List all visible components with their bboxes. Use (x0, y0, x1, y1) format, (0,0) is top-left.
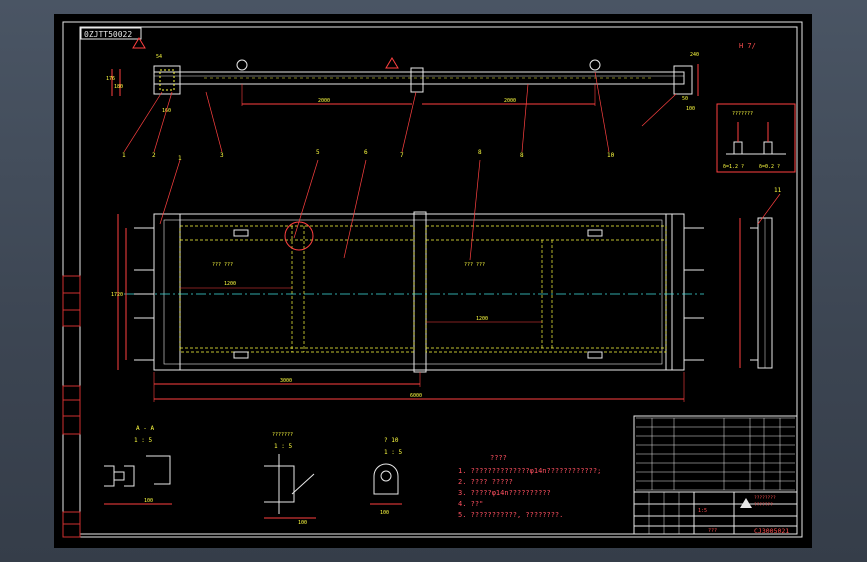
dim-1200: 1200 (224, 281, 236, 287)
technical-notes: ???? 1. ??????????????φ14n????????????; … (458, 454, 601, 519)
sheet-text: ??? (708, 528, 717, 534)
balloon-1: 1 (122, 152, 126, 159)
dim-left-a: 176 (106, 76, 115, 82)
section-b-scale: 1 : 5 (274, 443, 292, 450)
note-line-1: 1. ??????????????φ14n????????????; (458, 467, 601, 475)
dim-2000-left: 2000 (318, 98, 330, 104)
sheet-mark: H 7/ (739, 42, 756, 50)
section-a-title: A - A (136, 425, 154, 432)
detail-circle (284, 221, 314, 251)
top-beam (153, 71, 685, 85)
side-view: 11 (739, 187, 782, 369)
dim-3000: 3000 (280, 378, 292, 384)
plan-mid-joint (413, 211, 427, 373)
plan-right-end (665, 213, 685, 371)
scale-text: 1:5 (698, 508, 707, 514)
balloon-3: 3 (220, 152, 224, 159)
lug-left (236, 59, 248, 71)
plan-left-end (153, 213, 181, 371)
section-c-scale: 1 : 5 (384, 449, 402, 456)
plan-balloon-1: 1 (178, 155, 182, 162)
outer-frame (62, 21, 803, 538)
dim-2000-right: 2000 (504, 98, 516, 104)
plan-balloon-6: 6 (364, 149, 368, 156)
note-line-3: 3. ?????φ14n?????????? (458, 489, 551, 497)
section-b-dim: 100 (298, 520, 307, 526)
dim-right-a: 240 (690, 52, 699, 58)
plan-note-right: ??? ??? (464, 262, 485, 268)
title-block: ???????? ??????? 1:5 ??? CJ3005021 (633, 415, 798, 535)
dim-6000: 6000 (410, 393, 422, 399)
section-b-title: ??????? (272, 432, 293, 438)
note-line-5: 5. ???????????, ????????. (458, 511, 563, 519)
left-strip-top (62, 275, 81, 327)
revision-table (636, 417, 795, 491)
code-box (80, 27, 142, 40)
plan-outline (153, 213, 673, 371)
dim-left-b: 180 (114, 84, 123, 90)
left-end-block (153, 65, 181, 95)
mid-joint (410, 67, 424, 93)
section-c-title: ? 10 (384, 437, 399, 444)
plan-balloon-5: 5 (316, 149, 320, 156)
drawing-sheet: 0ZJTT50022 H 7/ 2000 2000 176 180 54 160… (54, 14, 812, 548)
detail-right-note: δ=0.2 ? (759, 164, 780, 170)
balloon-2: 2 (152, 152, 156, 159)
code-box-text: 0ZJTT50022 (84, 30, 132, 39)
detail-left-note: δ=1.2 ? (723, 164, 744, 170)
detail-top-right: ??????? δ=1.2 ? δ=0.2 ? (716, 103, 796, 173)
section-a: A - A 1 : 5 100 (104, 425, 172, 505)
cad-drawing: 0ZJTT50022 H 7/ 2000 2000 176 180 54 160… (62, 21, 803, 538)
title-block-frame (633, 415, 798, 535)
section-c-dim: 100 (380, 510, 389, 516)
plan-balloon-8: 8 (478, 149, 482, 156)
balloon-8: 8 (520, 152, 524, 159)
notes-title: ???? (490, 454, 507, 462)
left-strip-mid (62, 385, 81, 435)
balloon-10: 10 (607, 152, 615, 159)
dim-1200b: 1200 (476, 316, 488, 322)
section-b: ??????? 1 : 5 100 (264, 432, 316, 526)
note-line-4: 4. ??" (458, 500, 483, 508)
balloon-7: 7 (400, 152, 404, 159)
right-end-block (673, 65, 693, 95)
inner-frame (79, 26, 798, 535)
dim-1720: 1720 (111, 292, 123, 298)
logo-triangle (740, 498, 752, 508)
lug-right (589, 59, 601, 71)
company-sub: ??????? (754, 502, 773, 508)
plan-view: 1720 1200 1200 ??? ??? ??? ??? 3000 6000… (111, 149, 704, 402)
note-line-2: 2. ???? ????? (458, 478, 513, 486)
detail-frame (716, 103, 796, 173)
drawing-number: CJ3005021 (754, 527, 789, 535)
dim-right-b: 50 (682, 96, 688, 102)
dim-right-c: 100 (686, 106, 695, 112)
section-c: ? 10 1 : 5 100 (370, 437, 402, 516)
dim-left-c: 54 (156, 54, 162, 60)
plan-note-left: ??? ??? (212, 262, 233, 268)
section-a-dim: 100 (144, 498, 153, 504)
side-balloon-11: 11 (774, 187, 782, 194)
detail-title: ??????? (732, 111, 753, 117)
section-a-scale: 1 : 5 (134, 437, 152, 444)
company-top: ???????? (754, 495, 776, 501)
top-elevation-view: 2000 2000 176 180 54 160 240 50 100 1 2 … (106, 37, 699, 159)
